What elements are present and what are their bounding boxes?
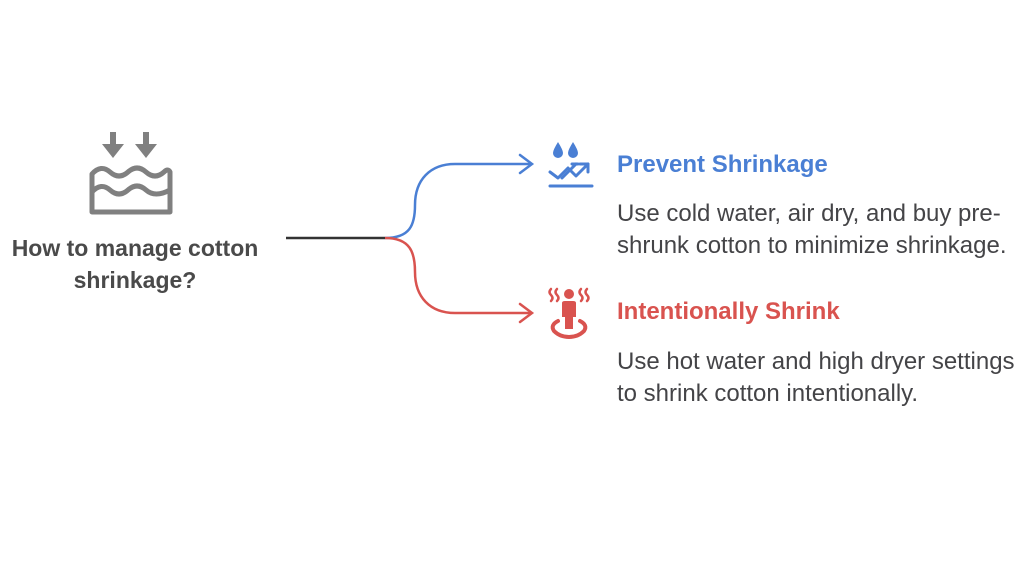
branch-connector-prevent: [384, 162, 532, 240]
water-drops-trend-icon: [544, 138, 598, 192]
root-question: How to manage cotton shrinkage?: [11, 235, 259, 293]
branch-description-shrink: Use hot water and high dryer settings to…: [617, 348, 1015, 407]
branch-connector-shrink: [384, 236, 532, 315]
water-wash-icon: [88, 130, 174, 216]
branch-title-shrink: Intentionally Shrink: [617, 298, 840, 325]
branch-description-prevent: Use cold water, air dry, and buy pre-shr…: [617, 200, 1007, 259]
branch-title-prevent: Prevent Shrinkage: [617, 151, 828, 178]
heat-person-icon: [544, 285, 598, 340]
